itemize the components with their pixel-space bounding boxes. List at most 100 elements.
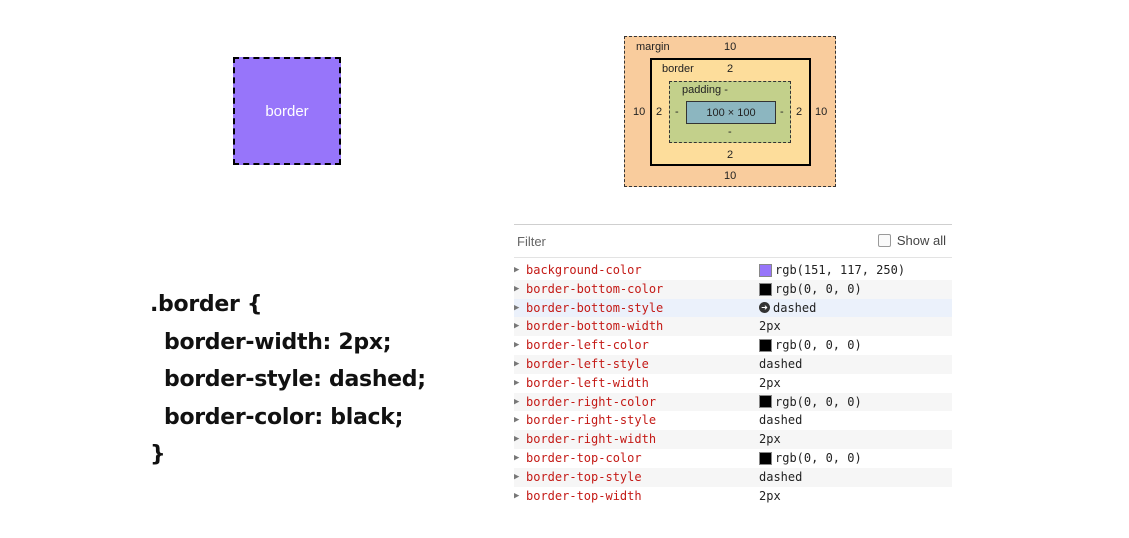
property-name: border-bottom-style: [526, 300, 664, 315]
property-value-group: rgb(0, 0, 0): [759, 393, 862, 412]
expand-triangle-icon[interactable]: ▶: [514, 321, 520, 332]
property-value: 2px: [759, 432, 781, 447]
property-value-group: rgb(0, 0, 0): [759, 280, 862, 299]
css-declaration: border-style: dashed;: [164, 367, 426, 392]
css-declaration: border-width: 2px;: [164, 329, 392, 355]
property-value-group: dashed: [759, 468, 802, 487]
property-value-group: 2px: [759, 374, 781, 393]
show-all-toggle[interactable]: Show all: [877, 233, 946, 248]
expand-triangle-icon[interactable]: ▶: [514, 377, 520, 388]
expand-triangle-icon[interactable]: ▶: [514, 340, 520, 351]
expand-triangle-icon[interactable]: ▶: [514, 471, 520, 482]
property-name: background-color: [526, 263, 642, 277]
border-demo-box: border: [233, 57, 341, 165]
property-value: rgb(0, 0, 0): [775, 450, 862, 465]
color-swatch-icon[interactable]: [759, 339, 772, 353]
computed-property-row[interactable]: ▶ border-top-width 2px: [514, 487, 952, 506]
expand-triangle-icon[interactable]: ▶: [514, 265, 520, 275]
property-name: border-bottom-width: [526, 319, 664, 334]
property-name: border-left-style: [526, 356, 649, 371]
property-value-group: 2px: [759, 317, 781, 336]
show-all-checkbox[interactable]: [877, 234, 891, 247]
property-value: 2px: [759, 319, 781, 334]
margin-right-value[interactable]: 10: [815, 106, 828, 118]
property-value-group: rgb(0, 0, 0): [759, 449, 862, 468]
property-value: dashed: [773, 300, 817, 315]
css-declaration: border-color: black;: [164, 404, 404, 430]
computed-property-row[interactable]: ▶ border-bottom-width 2px: [514, 317, 952, 337]
expand-triangle-icon[interactable]: ▶: [514, 452, 520, 463]
box-model-content[interactable]: 100 × 100: [686, 101, 776, 124]
css-code-block: .border { border-width: 2px; border-styl…: [150, 286, 426, 474]
expand-triangle-icon[interactable]: ▶: [514, 396, 520, 407]
property-name: border-right-style: [526, 413, 657, 428]
margin-label: margin: [636, 41, 670, 53]
property-value-group: ➜dashed: [759, 299, 816, 318]
content-size: 100 × 100: [706, 106, 756, 119]
padding-label: padding -: [682, 84, 728, 96]
margin-bottom-value[interactable]: 10: [724, 170, 737, 182]
padding-left-value[interactable]: -: [675, 106, 679, 118]
color-swatch-icon[interactable]: [759, 451, 772, 465]
color-swatch-icon[interactable]: [759, 263, 772, 277]
border-left-value[interactable]: 2: [656, 106, 663, 118]
property-value: 2px: [759, 488, 781, 503]
demo-box-label: border: [265, 102, 309, 120]
margin-top-value[interactable]: 10: [724, 41, 737, 53]
show-all-label: Show all: [896, 233, 946, 248]
computed-property-row[interactable]: ▶ border-left-style dashed: [514, 354, 952, 374]
padding-bottom-value[interactable]: -: [728, 126, 732, 138]
property-value: 2px: [759, 375, 781, 390]
border-label: border: [662, 63, 694, 75]
color-swatch-icon[interactable]: [759, 282, 772, 296]
arrow-right-circle-icon[interactable]: ➜: [759, 302, 770, 314]
property-value-group: dashed: [759, 411, 802, 430]
border-right-value[interactable]: 2: [796, 106, 803, 118]
filter-input[interactable]: Filter: [517, 234, 546, 249]
expand-triangle-icon[interactable]: ▶: [514, 358, 520, 369]
property-value-group: 2px: [759, 430, 781, 449]
computed-property-row[interactable]: ▶ border-bottom-color rgb(0, 0, 0): [514, 279, 952, 299]
computed-property-row[interactable]: ▶ background-color rgb(151, 117, 250): [514, 261, 952, 280]
computed-toolbar: Filter Show all: [514, 224, 952, 258]
computed-property-row[interactable]: ▶ border-right-style dashed: [514, 411, 952, 430]
padding-right-value[interactable]: -: [780, 106, 784, 118]
color-swatch-icon[interactable]: [759, 395, 772, 409]
property-value: rgb(0, 0, 0): [775, 394, 862, 409]
property-name: border-right-width: [526, 432, 657, 447]
computed-property-row[interactable]: ▶ border-left-width 2px: [514, 374, 952, 393]
css-closing-brace: }: [150, 442, 166, 467]
expand-triangle-icon[interactable]: ▶: [514, 490, 520, 501]
property-name: border-right-color: [526, 394, 657, 409]
border-bottom-value[interactable]: 2: [727, 149, 734, 161]
computed-styles-panel: Filter Show all ▶ background-color rgb(151…: [514, 224, 952, 505]
property-name: border-left-color: [526, 338, 649, 353]
expand-triangle-icon[interactable]: ▶: [514, 302, 520, 313]
property-value: dashed: [759, 469, 803, 484]
property-value: dashed: [759, 413, 803, 428]
css-selector-line: .border {: [150, 292, 263, 317]
computed-property-row[interactable]: ▶ border-right-color rgb(0, 0, 0): [514, 392, 952, 412]
property-value: dashed: [759, 356, 803, 371]
property-name: border-top-style: [526, 469, 642, 484]
margin-left-value[interactable]: 10: [633, 106, 646, 118]
property-value-group: rgb(0, 0, 0): [759, 336, 862, 355]
computed-property-row[interactable]: ▶ border-right-width 2px: [514, 430, 952, 449]
property-value-group: rgb(151, 117, 250): [759, 261, 905, 280]
border-top-value[interactable]: 2: [727, 63, 734, 75]
computed-property-row[interactable]: ▶ border-left-color rgb(0, 0, 0): [514, 336, 952, 355]
computed-property-row[interactable]: ▶ border-top-style dashed: [514, 467, 952, 487]
expand-triangle-icon[interactable]: ▶: [514, 434, 520, 445]
expand-triangle-icon[interactable]: ▶: [514, 283, 520, 294]
expand-triangle-icon[interactable]: ▶: [514, 415, 520, 426]
property-value-group: 2px: [759, 487, 781, 506]
computed-property-row[interactable]: ▶ border-bottom-style ➜dashed: [514, 298, 952, 318]
property-name: border-bottom-color: [526, 281, 664, 296]
property-name: border-left-width: [526, 375, 649, 390]
property-value: rgb(0, 0, 0): [775, 338, 862, 353]
property-name: border-top-width: [526, 488, 642, 503]
property-value-group: dashed: [759, 355, 802, 374]
property-value: rgb(151, 117, 250): [775, 263, 906, 277]
